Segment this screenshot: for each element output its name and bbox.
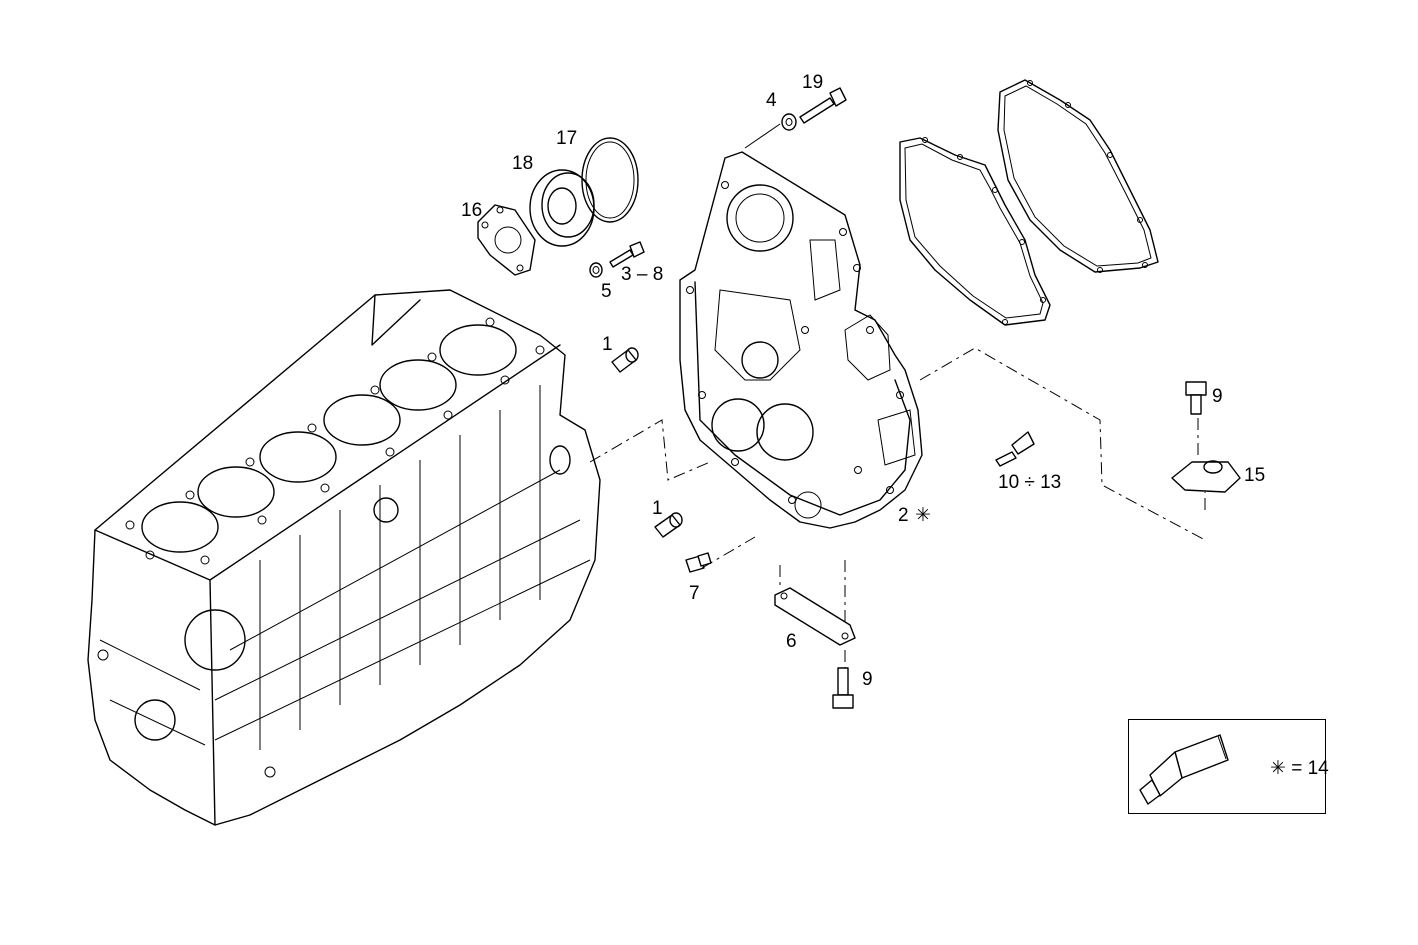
sealant-tube-icon [1139, 734, 1229, 805]
callout-3-8: 3 – 8 [621, 264, 663, 285]
screw-3-8 [609, 241, 645, 268]
legend-text: ✳ = 14 [1270, 757, 1329, 780]
dowel-1-lower [654, 512, 683, 538]
leader-lines [589, 123, 1206, 668]
callout-4: 4 [766, 90, 777, 111]
engine-block [87, 289, 601, 826]
callout-2: 2 [898, 505, 909, 526]
callout-17: 17 [556, 128, 577, 149]
o-ring-17 [581, 137, 639, 223]
callout-1-upper: 1 [602, 334, 613, 355]
timing-cover [679, 151, 923, 529]
seal-housing-18 [529, 169, 595, 247]
legend-value: = 14 [1291, 758, 1329, 779]
gasket-16 [477, 204, 536, 276]
cover-gaskets [899, 79, 1159, 326]
callout-9-lower: 9 [862, 669, 873, 690]
flange-15 [1171, 460, 1241, 493]
screw-9-lower [832, 667, 854, 709]
plug-7 [685, 552, 712, 573]
callout-1-lower: 1 [652, 498, 663, 519]
washer-4 [781, 113, 797, 131]
washer-5 [589, 262, 603, 278]
callout-labels: 1 1 2 ✳ 3 – 8 4 5 6 7 9 9 10 ÷ 13 15 16 … [461, 72, 1265, 690]
callout-16: 16 [461, 200, 482, 221]
callout-19: 19 [802, 72, 823, 93]
cover-plate-6 [774, 587, 856, 646]
callout-18: 18 [512, 153, 533, 174]
legend-box [1128, 719, 1326, 814]
callout-9-upper: 9 [1212, 386, 1223, 407]
legend-symbol: ✳ [1270, 758, 1286, 779]
callout-10-13: 10 ÷ 13 [998, 472, 1061, 493]
callout-7: 7 [689, 583, 700, 604]
callout-15: 15 [1244, 465, 1265, 486]
screw-19 [799, 87, 847, 124]
dowel-1-upper [611, 347, 639, 373]
callout-5: 5 [601, 281, 612, 302]
sealant-marker-symbol: ✳ [915, 505, 931, 526]
screw-10-13 [995, 431, 1035, 467]
screw-9-upper [1185, 381, 1207, 415]
callout-6: 6 [786, 631, 797, 652]
